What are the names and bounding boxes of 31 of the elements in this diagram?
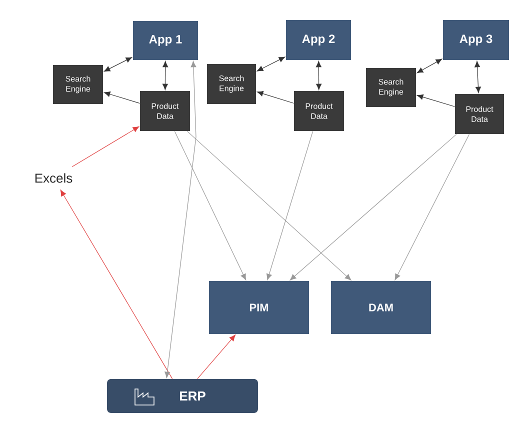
arrow [266,130,314,280]
arrow [72,126,140,168]
component-box: Search Engine [366,68,416,107]
arrow [256,90,294,104]
arrow [316,61,322,90]
arrow [186,130,352,280]
text-label: Excels [35,173,72,183]
component-box: Product Data [140,91,190,131]
arrow [256,56,286,72]
app-box: App 1 [133,21,198,60]
arrow [394,134,470,280]
arrow [104,92,140,104]
system-box: PIM [209,281,309,334]
component-box: Search Engine [207,64,256,104]
arrow [60,190,173,380]
arrow [104,57,132,72]
arrow [162,61,168,90]
arrow [290,134,457,280]
arrow [197,334,236,380]
system-box: DAM [331,281,431,334]
arrow [174,130,246,280]
arrow [416,94,456,107]
component-box: Product Data [455,94,504,134]
arrow [416,58,442,74]
app-box: App 3 [443,20,509,60]
system-box: ERP [107,379,258,413]
component-box: Product Data [294,91,344,131]
component-box: Search Engine [53,65,103,104]
app-box: App 2 [286,20,351,60]
arrow [474,61,481,93]
arrow [164,61,196,378]
